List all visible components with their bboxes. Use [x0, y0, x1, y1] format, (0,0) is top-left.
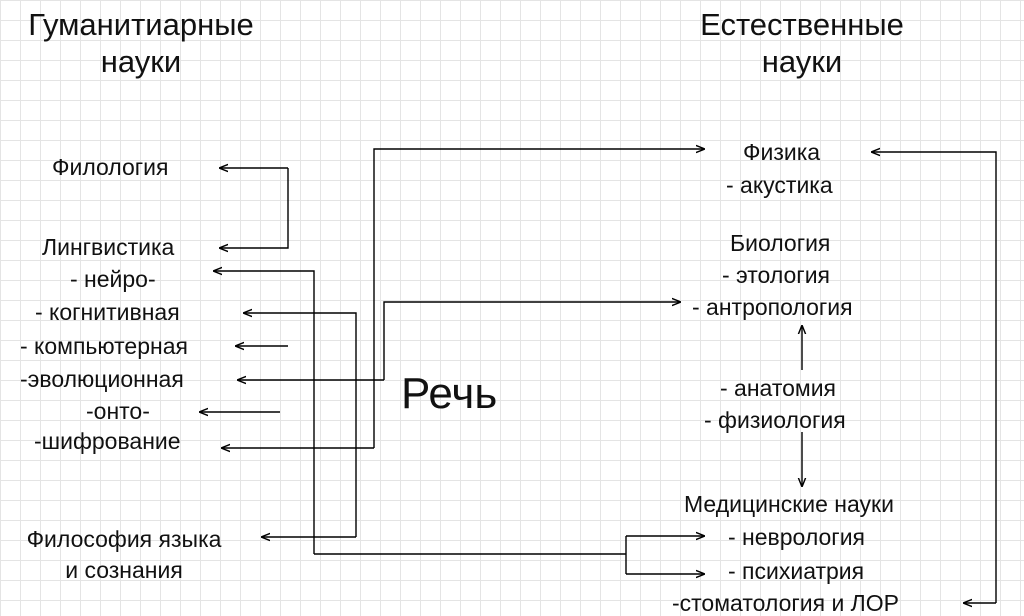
neuro-label: - нейро-: [70, 266, 156, 292]
computer-label: - компьютерная: [20, 333, 188, 359]
anthropology-label: - антропология: [692, 294, 853, 320]
philosophy-label: Философия языка и сознания: [2, 524, 246, 586]
humanities-heading-line-2: науки: [100, 44, 182, 80]
philosophy-label-line-2: и сознания: [65, 557, 183, 584]
arrow-to-evolutionary: [383, 302, 680, 380]
natural-heading-line-1: Естественные: [700, 7, 904, 42]
arrow-to-physics-from-dentistry: [872, 152, 997, 603]
dentistry-label: -стоматология и ЛОР: [672, 590, 900, 616]
decoding-label: -шифрование: [34, 428, 181, 454]
arrow-to-neuro: [214, 271, 315, 554]
humanities-heading: Гуманитиарные науки: [0, 6, 282, 80]
philology-label: Филология: [52, 154, 169, 180]
medical-label: Медицинские науки: [684, 491, 894, 517]
physics-label: Физика: [743, 139, 821, 165]
humanities-heading-line-1: Гуманитиарные: [28, 7, 254, 42]
neurology-label: - неврология: [728, 524, 866, 550]
physiology-label: - физиология: [704, 407, 846, 433]
anatomy-label: - анатомия: [720, 375, 837, 401]
arrow-to-linguistics: [220, 168, 289, 248]
natural-heading: Естественные науки: [662, 6, 942, 80]
onto-label: -онто-: [86, 398, 150, 424]
evolutionary-label: -эволюционная: [20, 366, 184, 392]
cognitive-label: - когнитивная: [35, 299, 180, 325]
ethology-label: - этология: [722, 262, 831, 288]
philosophy-label-line-1: Философия языка: [26, 526, 222, 552]
arrow-to-physics-from-decoding: [373, 149, 704, 448]
acoustics-label: - акустика: [726, 172, 833, 198]
biology-label: Биология: [730, 230, 831, 256]
linguistics-label: Лингвистика: [42, 234, 175, 260]
speech-label: Речь: [401, 369, 498, 418]
natural-heading-line-2: науки: [761, 44, 843, 80]
arrow-to-cognitive: [244, 313, 357, 537]
psychiatry-label: - психиатрия: [728, 558, 865, 584]
